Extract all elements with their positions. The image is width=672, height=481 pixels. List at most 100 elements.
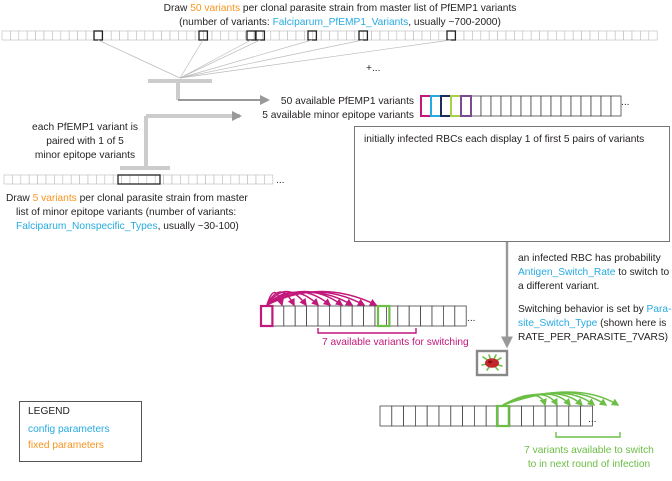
pairing-text-line1: each PfEMP1 variant is	[32, 122, 138, 133]
master-minor-list-cell	[171, 174, 181, 185]
master-minor-list-cell	[213, 174, 223, 185]
minor-list-text-line3: Falciparum_Nonspecific_Types, usually ~3…	[16, 221, 239, 232]
next-round-variants-row-cell	[391, 405, 404, 427]
ellipsis-minor-row: ...	[276, 175, 285, 186]
master-minor-list-cell	[255, 174, 265, 185]
available-variants-row-cell	[440, 95, 452, 117]
master-minor-list-cell	[264, 174, 274, 185]
master-pfemp1-list-cell	[18, 30, 28, 41]
master-pfemp1-list-cell	[178, 30, 188, 41]
switched-rbc-part	[488, 360, 492, 364]
next-round-variants-row-cell	[426, 405, 440, 427]
switch-variants-row-cell	[351, 305, 365, 327]
pairing-text-line2: paired with 1 of 5	[46, 136, 124, 147]
master-pfemp1-list-cell	[606, 30, 616, 41]
master-pfemp1-list-cell	[278, 30, 288, 41]
master-pfemp1-list-cell	[438, 30, 448, 41]
master-pfemp1-list-cell	[539, 30, 549, 41]
available-variants-row-cell	[610, 95, 622, 117]
config-param-parasite-switch-type-b: site_Switch_Type	[518, 318, 598, 329]
switched-variant-highlight	[376, 304, 391, 328]
master-list-selected-variant	[198, 30, 209, 41]
next-round-variants-row-cell	[379, 405, 393, 427]
master-pfemp1-list	[1, 30, 658, 41]
switch-arc-pink-9	[266, 290, 378, 306]
available-variants-row-cell	[480, 95, 492, 117]
pairing-text-line3: minor epitope variants	[34, 150, 136, 161]
master-minor-list-cell	[247, 174, 257, 185]
next-round-label-line1: 7 variants available to switch	[524, 445, 654, 456]
available-variants-row-cell	[500, 95, 512, 117]
master-pfemp1-list-cell	[152, 30, 162, 41]
master-minor-list-cell	[37, 174, 47, 185]
available-pfemp1-label: 50 available PfEMP1 variants	[280, 96, 414, 107]
next-round-current-highlight	[495, 404, 510, 428]
available-variants-row-cell	[590, 95, 602, 117]
switch-variants-row-cell	[271, 305, 285, 327]
next-round-variants-row-cell	[568, 405, 581, 427]
master-pfemp1-list-cell	[136, 30, 146, 41]
next-arc-green-7	[502, 391, 620, 406]
master-pfemp1-list-cell	[110, 30, 120, 41]
draw-line	[97, 39, 181, 79]
next-round-variants-row-cell	[403, 405, 416, 427]
master-pfemp1-list-cell	[186, 30, 196, 41]
switch-variants-row-cell	[442, 305, 456, 327]
available-variants-row-cell	[530, 95, 542, 117]
switching-variants-label: 7 available variants for switching	[322, 337, 469, 348]
master-pfemp1-list-cell	[388, 30, 398, 41]
switched-rbc-box	[475, 349, 509, 377]
master-pfemp1-list-cell	[455, 30, 465, 41]
master-minor-list-cell	[230, 174, 240, 185]
master-pfemp1-list-cell	[211, 30, 221, 41]
available-variants-row-cell	[550, 95, 562, 117]
master-list-selected-variant	[358, 30, 369, 41]
next-round-variants-row-cell	[533, 405, 546, 427]
master-pfemp1-list-cell	[68, 30, 78, 41]
master-pfemp1-list-cell	[144, 30, 154, 41]
master-pfemp1-list-cell	[396, 30, 406, 41]
infected-rbc-title: initially infected RBCs each display 1 o…	[364, 134, 645, 145]
switch-variants-row-cell	[431, 305, 444, 327]
draw-line	[179, 39, 204, 79]
draw-line	[179, 39, 313, 79]
switch-arc-pink-6	[266, 290, 344, 306]
master-pfemp1-list-cell	[640, 30, 650, 41]
master-pfemp1-list-cell	[623, 30, 633, 41]
master-pfemp1-list-cell	[413, 30, 423, 41]
master-minor-list-cell	[28, 174, 38, 185]
master-pfemp1-list-cell	[631, 30, 641, 41]
config-param-parasite-switch-type-a: Para-	[646, 304, 672, 315]
next-round-variants-row-cell	[556, 405, 570, 427]
master-pfemp1-list-cell	[287, 30, 297, 41]
master-pfemp1-list-cell	[270, 30, 280, 41]
master-pfemp1-list-cell	[446, 30, 456, 41]
master-pfemp1-list-cell	[161, 30, 171, 41]
master-pfemp1-list-cell	[404, 30, 414, 41]
master-pfemp1-list-cell	[329, 30, 339, 41]
switch-variants-row-cell	[420, 305, 433, 327]
master-pfemp1-list-cell	[598, 30, 608, 41]
switch-variants-row-cell	[397, 305, 410, 327]
minor-list-text-line2: list of minor epitope variants (number o…	[16, 207, 237, 218]
switched-rbc-part	[485, 358, 499, 368]
master-pfemp1-list-cell	[220, 30, 230, 41]
switch-text-line3: a different variant.	[518, 281, 600, 292]
master-pfemp1-list-cell	[488, 30, 498, 41]
legend	[19, 401, 142, 462]
switch-variants-row	[260, 305, 467, 327]
master-pfemp1-list-cell	[102, 30, 112, 41]
switch-variants-row-cell	[328, 305, 342, 327]
draw-line	[179, 39, 452, 79]
available-variants-row-cell	[490, 95, 502, 117]
switch-variants-row-cell	[408, 305, 422, 327]
switch-variants-row-cell	[363, 305, 376, 327]
master-pfemp1-list-cell	[127, 30, 137, 41]
master-pfemp1-list-cell	[26, 30, 36, 41]
master-minor-list-cell	[70, 174, 80, 185]
ellipsis-switch-row: ...	[467, 313, 476, 324]
master-pfemp1-list-cell	[52, 30, 62, 41]
switch-variants-row-cell	[260, 305, 273, 327]
legend-fixed-parameters: fixed parameters	[28, 440, 104, 451]
